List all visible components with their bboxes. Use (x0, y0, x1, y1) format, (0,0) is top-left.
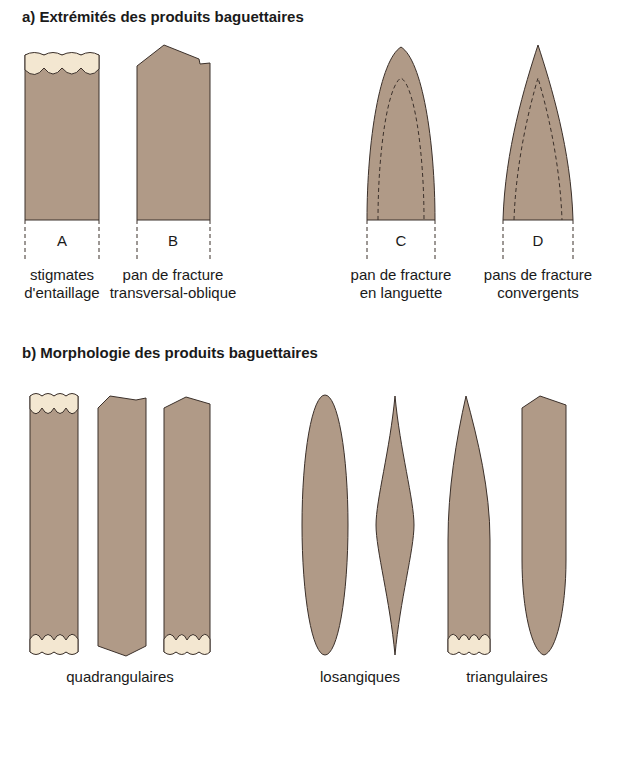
rod (522, 396, 566, 655)
notch-scars (30, 394, 78, 414)
fracture-outline (514, 78, 562, 220)
notch-scars (25, 53, 99, 75)
section-heading: b) Morphologie des produits baguettaires (22, 344, 318, 362)
rod-end (503, 45, 573, 220)
rod (302, 395, 348, 655)
letter: C (386, 232, 416, 250)
rod-end (25, 55, 99, 220)
letter: B (158, 232, 188, 250)
rod (448, 396, 490, 652)
caption: pans de fracture convergents (476, 266, 600, 302)
rod-end (137, 45, 210, 220)
group-caption: triangulaires (447, 668, 567, 686)
rod (376, 396, 414, 655)
letter: A (47, 232, 77, 250)
group-caption: losangiques (300, 668, 420, 686)
section-heading: a) Extrémités des produits baguettaires (22, 8, 304, 26)
caption: pan de fracture en languette (342, 266, 460, 302)
notch-scars (30, 634, 78, 654)
letter: D (523, 232, 553, 250)
extension-lines (25, 220, 573, 262)
group-caption: quadrangulaires (50, 668, 190, 686)
fracture-outline (378, 78, 424, 220)
rod (164, 397, 210, 652)
caption: pan de fracture transversal-oblique (98, 266, 248, 302)
rod (30, 396, 78, 652)
notch-scars (448, 634, 490, 654)
rod (98, 396, 146, 656)
caption: stigmates d'entaillage (12, 266, 112, 302)
rod-end (367, 47, 435, 220)
notch-scars (164, 634, 210, 654)
